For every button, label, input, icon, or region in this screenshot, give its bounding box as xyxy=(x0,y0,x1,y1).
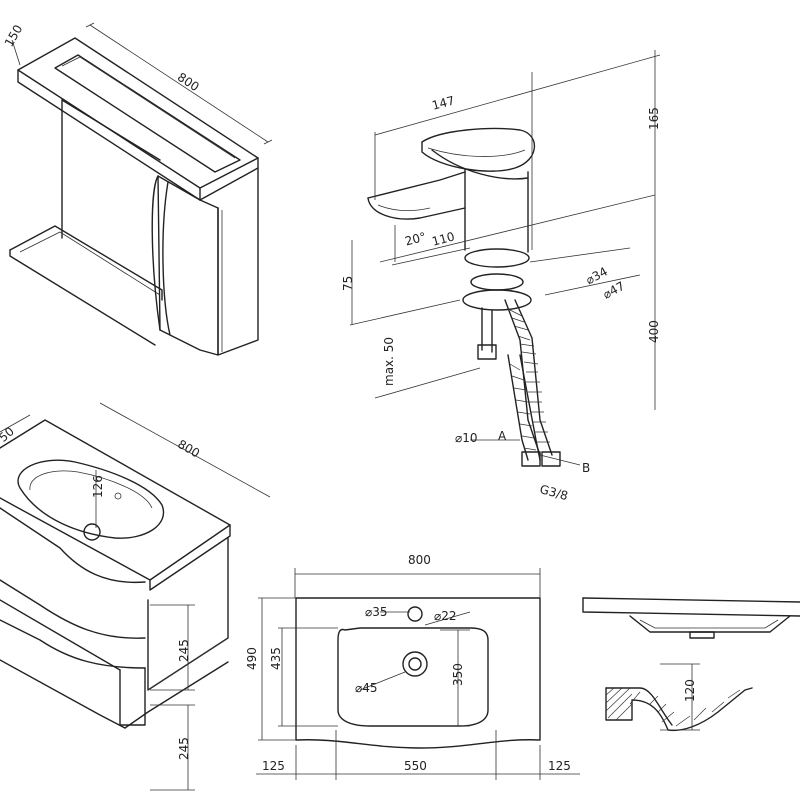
spout-length-label: 110 xyxy=(430,229,456,248)
point-a-label: A xyxy=(498,429,507,443)
section-height-label: 120 xyxy=(683,679,697,702)
basin-section-views: 120 xyxy=(582,597,800,732)
thread-label: G3/8 xyxy=(538,482,569,503)
vanity-depth-label: 50 xyxy=(0,424,17,445)
max-thickness-label: max. 50 xyxy=(382,337,396,386)
bowl-width-label: 550 xyxy=(404,759,427,773)
basin-width-label: 800 xyxy=(408,553,431,567)
left-margin-label: 125 xyxy=(262,759,285,773)
hose-length-label: 400 xyxy=(647,320,661,343)
cab-width-label: 800 xyxy=(175,70,202,94)
basin-offset-label: 126 xyxy=(91,475,105,498)
faucet-reach-label: 147 xyxy=(430,93,456,112)
mirror-cabinet-isometric: 150 800 xyxy=(2,22,273,356)
drawer-height-1-label: 245 xyxy=(177,639,191,662)
spout-angle-label: 20° xyxy=(403,230,427,249)
point-b-label: B xyxy=(582,461,590,475)
basin-top-view: 800 ⌀35 ⌀22 ⌀45 490 435 350 125 550 125 xyxy=(245,553,580,780)
drawer-height-2-label: 245 xyxy=(177,737,191,760)
hole-45-label: ⌀45 xyxy=(355,681,378,695)
right-margin-label: 125 xyxy=(548,759,571,773)
vanity-isometric: 50 800 126 245 245 xyxy=(0,402,271,791)
hose-diam-label: ⌀10 xyxy=(455,431,478,445)
basin-depth-label: 490 xyxy=(245,647,259,670)
bowl-depth-label: 435 xyxy=(269,647,283,670)
spout-clearance-label: 75 xyxy=(341,276,355,291)
bowl-inner-label: 350 xyxy=(451,663,465,686)
hole-35-label: ⌀35 xyxy=(365,605,388,619)
cab-depth-label: 150 xyxy=(2,22,26,49)
faucet-drawing: 147 165 20° 110 75 max. 50 ⌀34 ⌀47 400 ⌀… xyxy=(341,50,661,503)
faucet-height-label: 165 xyxy=(647,107,661,130)
hole-22-label: ⌀22 xyxy=(434,609,457,623)
